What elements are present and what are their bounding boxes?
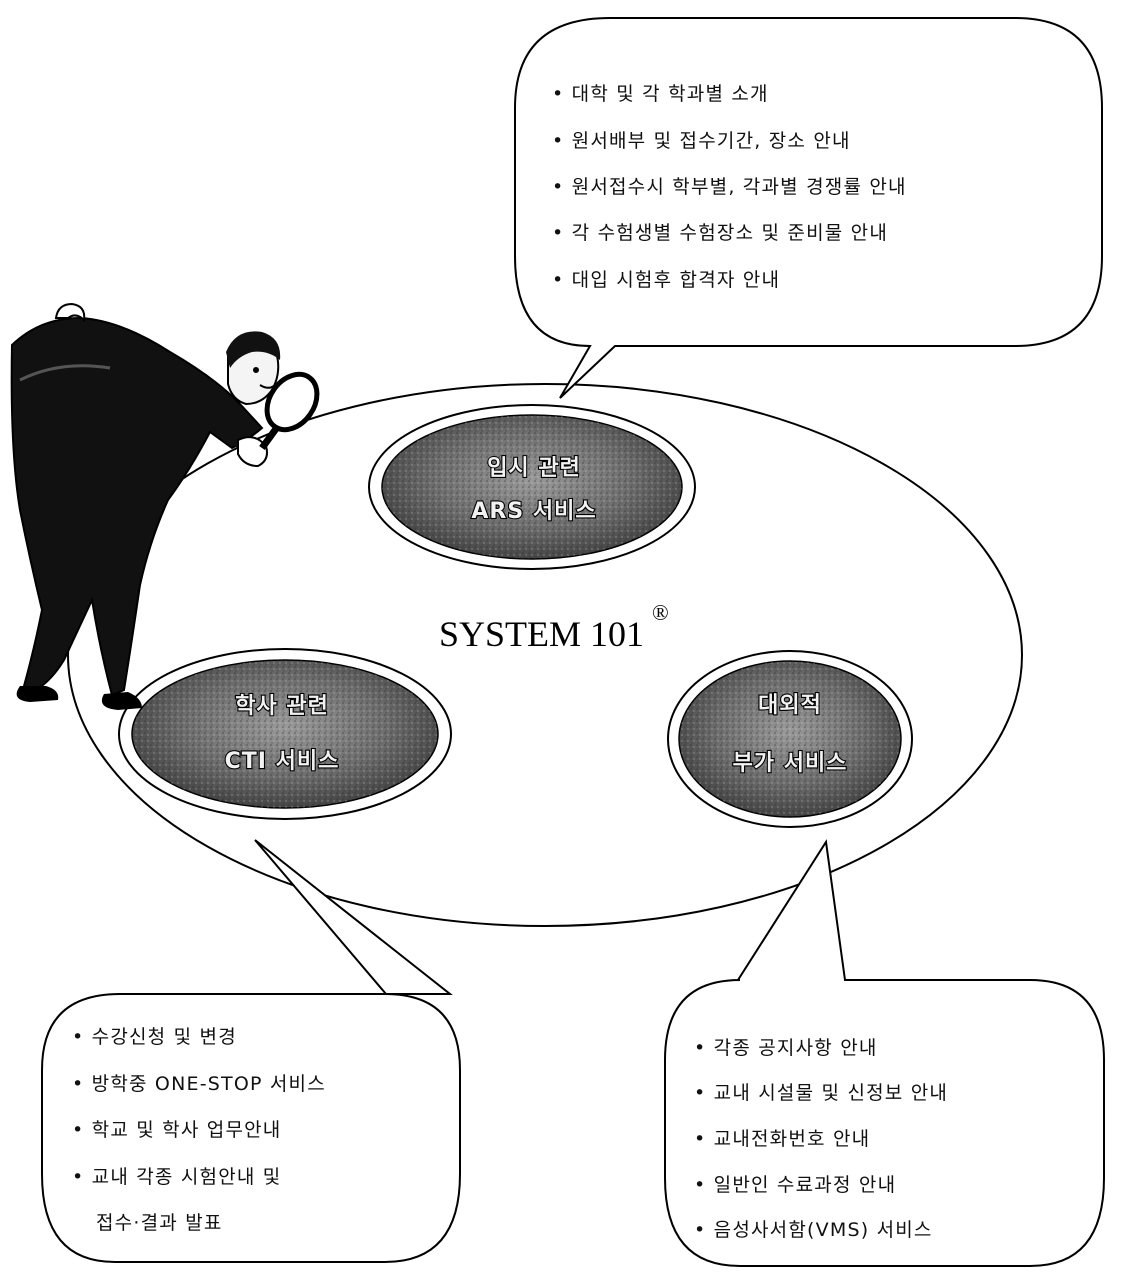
system-title: SYSTEM 101	[439, 614, 644, 654]
left-item-3: • 학교 및 학사 업무안내	[72, 1119, 282, 1141]
left-item-2: • 방학중 ONE-STOP 서비스	[72, 1073, 326, 1095]
academic-cti-disc: 학사 관련 CTI 서비스	[118, 648, 452, 820]
right-item-1: • 각종 공지사항 안내	[694, 1037, 878, 1059]
academic-disc-line1: 학사 관련	[235, 694, 329, 719]
left-item-5: 접수·결과 발표	[96, 1212, 223, 1234]
top-item-5: • 대입 시험후 합격자 안내	[552, 269, 780, 291]
external-disc-line1: 대외적	[758, 693, 822, 718]
right-item-2: • 교내 시설물 및 신정보 안내	[694, 1082, 948, 1104]
left-speech-bubble	[41, 839, 461, 1263]
right-item-5: • 음성사서함(VMS) 서비스	[694, 1219, 933, 1241]
right-item-3: • 교내전화번호 안내	[694, 1128, 870, 1150]
top-bubble-list: • 대학 및 각 학과별 소개 • 원서배부 및 접수기간, 장소 안내 • 원…	[552, 83, 907, 291]
center-title: SYSTEM 101 ®	[439, 600, 669, 654]
left-bubble-list: • 수강신청 및 변경 • 방학중 ONE-STOP 서비스 • 학교 및 학사…	[72, 1026, 326, 1234]
academic-disc-line2: CTI 서비스	[225, 749, 340, 774]
top-item-1: • 대학 및 각 학과별 소개	[552, 83, 769, 105]
top-speech-bubble	[514, 17, 1103, 399]
admission-ars-disc: 입시 관련 ARS 서비스	[368, 404, 696, 570]
top-item-2: • 원서배부 및 접수기간, 장소 안내	[552, 130, 851, 152]
admission-disc-line2: ARS 서비스	[471, 499, 596, 524]
registered-mark: ®	[652, 600, 669, 625]
system-ellipse	[67, 383, 1023, 927]
admission-disc-line1: 입시 관련	[487, 456, 581, 481]
left-item-4: • 교내 각종 시험안내 및	[72, 1166, 282, 1188]
top-item-3: • 원서접수시 학부별, 각과별 경쟁률 안내	[552, 176, 907, 198]
top-item-4: • 각 수험생별 수험장소 및 준비물 안내	[552, 222, 888, 244]
external-disc-line2: 부가 서비스	[733, 751, 848, 776]
right-speech-bubble	[664, 839, 1105, 1267]
detective-figure-icon	[10, 302, 320, 710]
left-item-1: • 수강신청 및 변경	[72, 1026, 237, 1048]
right-item-4: • 일반인 수료과정 안내	[694, 1174, 896, 1196]
external-service-disc: 대외적 부가 서비스	[667, 650, 913, 828]
right-bubble-list: • 각종 공지사항 안내 • 교내 시설물 및 신정보 안내 • 교내전화번호 …	[694, 1037, 948, 1241]
